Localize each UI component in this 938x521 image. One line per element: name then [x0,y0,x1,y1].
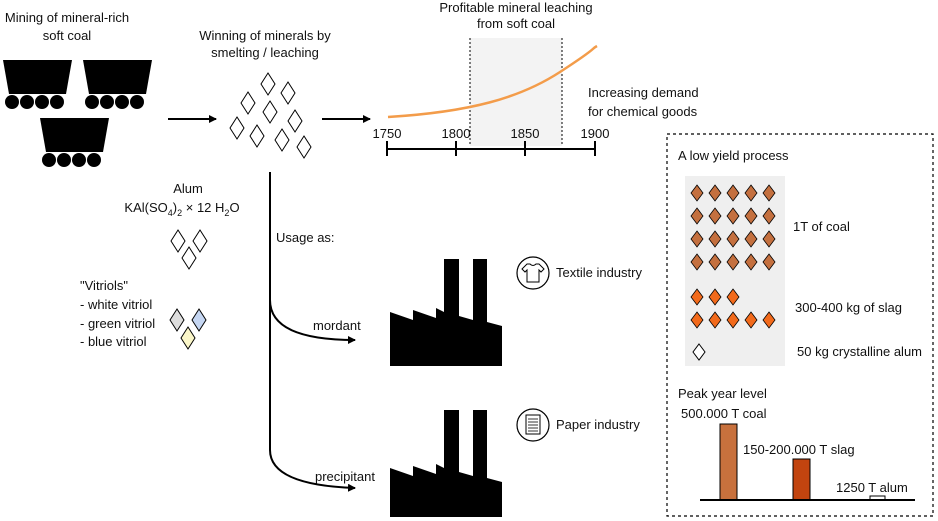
mordant-label: mordant [313,318,361,333]
timeline-title-line1: Profitable mineral leaching [439,0,592,15]
timeline-tick-1850: 1850 [511,126,540,141]
peak-coal-label: 500.000 T coal [681,406,767,421]
mining-title-line1: Mining of mineral-rich [5,10,129,25]
arrow-to-mordant [269,172,356,344]
slag-diamond [744,311,758,329]
demand-label-line2: for chemical goods [588,104,698,119]
coal-diamond [762,253,776,271]
slag-diamond [726,288,740,306]
coal-diamond [690,184,704,202]
arrow-to-precipitant [269,300,356,492]
peak-slag-label: 150-200.000 T slag [743,442,855,457]
slag-diamond [690,311,704,329]
coal-amount-label: 1T of coal [793,219,850,234]
coal-diamond [744,230,758,248]
vitriol-crystals-icon [169,308,207,350]
textile-factory-icon [390,259,502,366]
paper-factory-icon [390,410,502,517]
winning-title-line2: smelting / leaching [211,45,319,60]
coal-diamond [690,230,704,248]
demand-curve [387,44,598,119]
mine-cart-icon [83,60,152,109]
vitriol-item-green: - green vitriol [80,316,155,331]
slag-amount-label: 300-400 kg of slag [795,300,902,315]
coal-diamond [726,230,740,248]
slag-diamond [726,311,740,329]
coal-diamond [708,184,722,202]
demand-label-line1: Increasing demand [588,85,699,100]
peak-coal-bar [719,423,738,501]
alum-diamond [692,343,706,361]
timeline-title-line2: from soft coal [477,16,555,31]
coal-diamond [762,230,776,248]
winning-title-line1: Winning of minerals by [199,28,331,43]
mining-title-line2: soft coal [43,28,92,43]
slag-diamond [708,311,722,329]
coal-diamond [744,253,758,271]
vitriols-title: "Vitriols" [80,278,128,293]
paper-document-icon [516,408,550,442]
timeline-tick-1900: 1900 [581,126,610,141]
textile-industry-label: Textile industry [556,265,642,280]
peak-year-title: Peak year level [678,386,767,401]
precipitant-label: precipitant [315,469,375,484]
slag-diamond-grid [690,288,776,329]
mineral-crystals-icon [229,72,312,159]
alum-title: Alum [173,181,203,196]
vitriol-item-blue: - blue vitriol [80,334,147,349]
slag-diamond [708,288,722,306]
coal-diamond [708,207,722,225]
coal-diamond [726,184,740,202]
coal-diamond [726,253,740,271]
low-yield-title: A low yield process [678,148,789,163]
coal-diamond [762,207,776,225]
usage-heading: Usage as: [276,230,335,245]
slag-diamond [762,311,776,329]
coal-diamond [708,253,722,271]
slag-diamond [690,288,704,306]
coal-diamond [744,184,758,202]
coal-diamond [762,184,776,202]
coal-diamond [690,253,704,271]
timeline-tick-1800: 1800 [442,126,471,141]
vitriol-item-white: - white vitriol [80,297,152,312]
timeline-axis [386,141,596,156]
coal-diamond-grid [690,184,776,271]
coal-diamond [708,230,722,248]
timeline-tick-1750: 1750 [373,126,402,141]
mine-cart-icon [3,60,72,109]
mine-cart-icon [40,118,109,167]
coal-diamond [744,207,758,225]
alum-formula: KAl(SO4)2 × 12 H2O [124,200,239,218]
coal-diamond [726,207,740,225]
peak-slag-bar [792,458,811,501]
alum-amount-label: 50 kg crystalline alum [797,344,922,359]
profitable-period-shade [470,38,562,146]
coal-diamond [690,207,704,225]
peak-alum-label: 1250 T alum [836,480,908,495]
shirt-icon [516,256,550,290]
yield-grid-background [685,176,785,366]
paper-industry-label: Paper industry [556,417,640,432]
alum-crystals-icon [170,229,208,270]
